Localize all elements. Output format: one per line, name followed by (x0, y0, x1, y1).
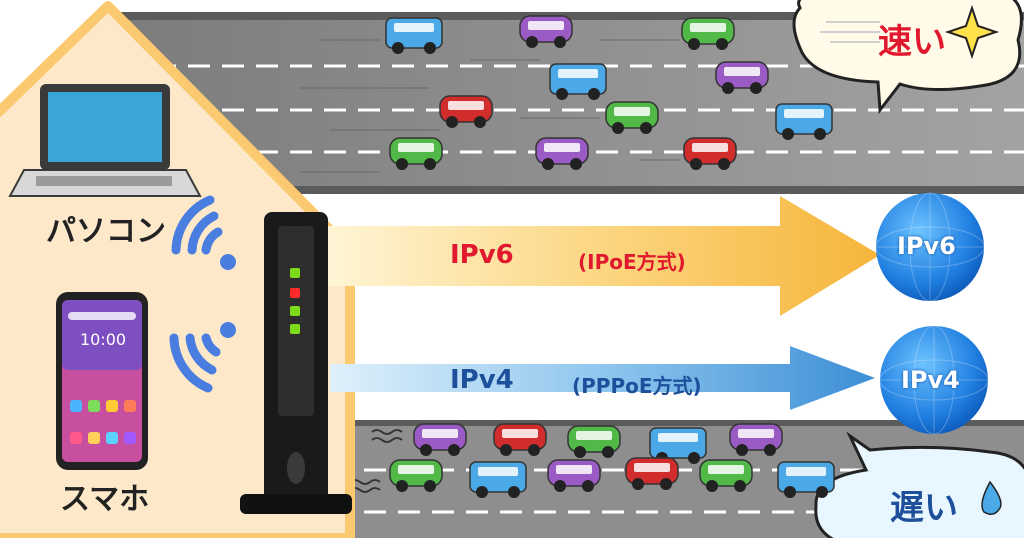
wifi-icon (169, 322, 236, 393)
car-icon (605, 101, 659, 134)
smartphone-icon (56, 292, 148, 470)
ipv6-arrow (320, 196, 880, 316)
car-icon (625, 457, 679, 490)
bus-icon (649, 427, 707, 464)
ipv6-globe-label: IPv6 (897, 232, 956, 260)
phone-time: 10:00 (80, 330, 127, 349)
car-icon (683, 137, 737, 170)
bus-icon (775, 103, 833, 140)
car-icon (519, 15, 573, 48)
ipv4-globe-label: IPv4 (901, 366, 960, 394)
car-icon (681, 17, 735, 50)
car-icon (535, 137, 589, 170)
bus-icon (549, 63, 607, 100)
phone-label: スマホ (60, 482, 150, 517)
sweat-drop-icon (981, 480, 1002, 515)
ipv4-route-method: (PPPoE方式) (572, 374, 702, 398)
pc-label: パソコン (46, 214, 166, 249)
car-icon (389, 459, 443, 492)
sparkle-icon (944, 4, 1000, 60)
car-icon (389, 137, 443, 170)
car-icon (439, 95, 493, 128)
car-icon (699, 459, 753, 492)
globe-icon (879, 325, 989, 435)
globe-icon (875, 192, 985, 302)
car-icon (493, 423, 547, 456)
bus-icon (777, 461, 835, 498)
car-icon (547, 459, 601, 492)
bus-icon (385, 17, 443, 54)
bus-icon (469, 461, 527, 498)
laptop-icon (8, 84, 202, 197)
slow-bubble (814, 431, 1024, 538)
car-icon (567, 425, 621, 458)
vehicles (385, 15, 835, 498)
ipv6-route-method: (IPoE方式) (578, 250, 686, 274)
fast-bubble-text: 速い (878, 22, 946, 62)
car-icon (413, 423, 467, 456)
slow-bubble-text: 遅い (890, 488, 958, 528)
ipv4-route-label: IPv4 (450, 365, 514, 395)
ipv4-arrow (330, 346, 875, 410)
car-icon (729, 423, 783, 456)
router-icon (240, 212, 352, 514)
ipv6-route-label: IPv6 (450, 240, 514, 270)
car-icon (715, 61, 769, 94)
wifi-icon (171, 195, 236, 270)
